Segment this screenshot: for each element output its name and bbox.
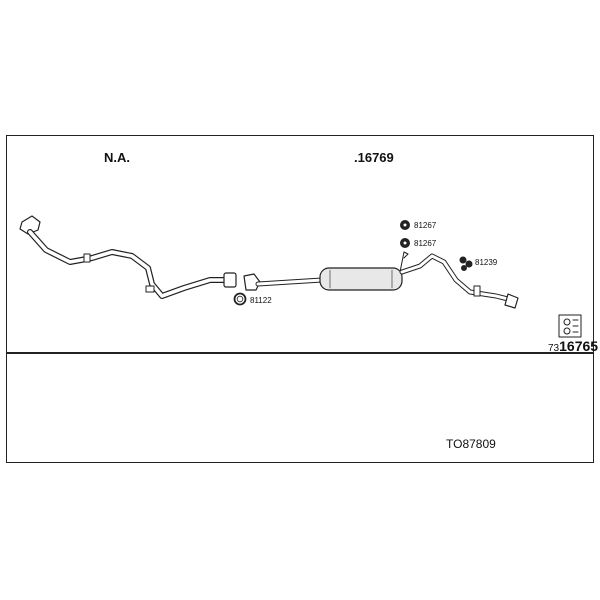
middle-pipe	[243, 273, 325, 291]
front-pipe	[19, 215, 237, 299]
diagram-frame	[6, 135, 594, 463]
section-divider	[7, 352, 593, 354]
footer-code: TO87809	[446, 437, 496, 451]
rubber-mount-a	[400, 220, 410, 230]
rear-muffler	[319, 251, 409, 291]
label-hanger-81239: 81239	[475, 258, 498, 267]
reference-main: 16765	[559, 338, 599, 354]
assembly-kit-icon	[558, 314, 582, 338]
label-mount-81267-b: 81267	[414, 239, 437, 248]
rubber-hanger	[459, 256, 473, 271]
label-mount-81267-a: 81267	[414, 221, 437, 230]
gasket-ring	[233, 292, 247, 306]
label-na: N.A.	[104, 150, 130, 165]
reference-number: 7316765	[548, 338, 599, 355]
rubber-mount-b	[400, 238, 410, 248]
label-gasket-81122: 81122	[250, 296, 272, 305]
reference-prefix: 73	[548, 343, 560, 354]
label-part-16769: .16769	[354, 150, 394, 165]
tail-pipe	[399, 253, 519, 309]
